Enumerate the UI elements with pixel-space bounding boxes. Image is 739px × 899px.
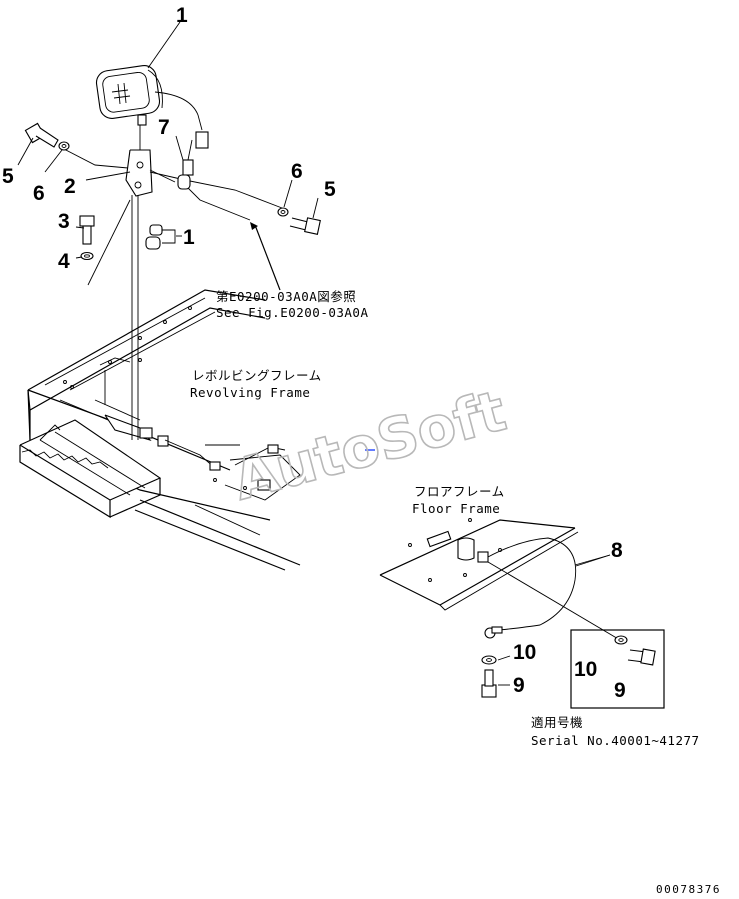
callout-6-right: 6: [291, 160, 303, 183]
callout-10-main: 10: [513, 641, 536, 664]
washer-10: [481, 655, 497, 665]
washer-4: [80, 251, 94, 261]
washer-6-right: [277, 207, 289, 217]
callout-5-right: 5: [324, 178, 336, 201]
bolt-5-left: [24, 122, 59, 148]
see-fig-note-jp: 第E0200-03A0A図参照: [216, 289, 356, 304]
callout-8: 8: [611, 539, 623, 562]
revolving-frame-label-jp: レボルビングフレーム: [192, 368, 322, 383]
see-fig-note-en: See Fig.E0200-03A0A: [216, 305, 369, 320]
bolt-5-right: [289, 217, 321, 235]
callout-9-box: 9: [614, 679, 626, 702]
bracket: [87, 125, 176, 440]
bolt-9: [481, 669, 497, 698]
floor-frame-label-en: Floor Frame: [412, 501, 500, 516]
serial-inset-box: [570, 629, 665, 709]
serial-label-en: Serial No.40001~41277: [531, 733, 700, 748]
revolving-frame-label-en: Revolving Frame: [190, 385, 310, 400]
step: [19, 419, 162, 519]
serial-label-jp: 適用号機: [531, 715, 583, 730]
callout-4: 4: [58, 250, 70, 273]
callout-5-left: 5: [2, 165, 14, 188]
floor-frame-label-jp: フロアフレーム: [414, 484, 505, 499]
floor-frame: [379, 518, 621, 641]
washer-6-left: [58, 141, 70, 151]
ground-cable-8: [484, 554, 611, 639]
leader-lines: [17, 21, 611, 686]
callout-2: 2: [64, 175, 76, 198]
callout-10-box: 10: [574, 658, 597, 681]
callout-7: 7: [158, 116, 170, 139]
callout-1-lamp: 1: [176, 4, 188, 27]
callout-9-main: 9: [513, 674, 525, 697]
clip-1: [145, 224, 176, 250]
work-lamp: [95, 65, 209, 149]
bolt-3: [79, 215, 95, 245]
callout-1-clip: 1: [183, 226, 195, 249]
callout-3: 3: [58, 210, 70, 233]
wire-harness: [61, 139, 283, 291]
drawing-number: 00078376: [656, 883, 721, 896]
callout-6-left: 6: [33, 182, 45, 205]
